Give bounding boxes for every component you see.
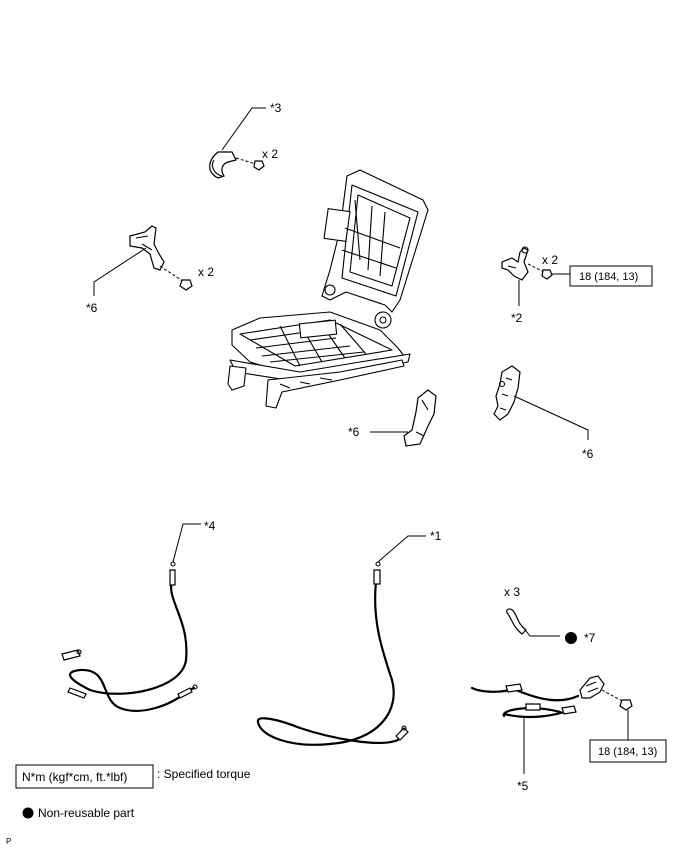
cable-part-4: *4	[61, 519, 216, 712]
nonreusable-legend-text: Non-reusable part	[38, 806, 135, 820]
bracket-part-6-left: *6 x 2	[86, 225, 214, 315]
qty-clips: x 3	[504, 585, 520, 599]
cable-part-5: *5 18 (184, 13)	[470, 675, 667, 793]
callout-6-left: *6	[86, 301, 98, 315]
legend: N*m (kgf*cm, ft.*lbf) : Specified torque…	[6, 764, 251, 846]
callout-3: *3	[270, 101, 282, 115]
callout-5: *5	[517, 779, 529, 793]
qty-bolts-top: x 2	[262, 147, 278, 161]
non-reusable-dot-icon	[565, 632, 577, 644]
torque-legend-unit: N*m (kgf*cm, ft.*lbf)	[22, 770, 127, 784]
part-2-lever: *2 x 2 18 (184, 13)	[501, 246, 653, 325]
torque-upper-right: 18 (184, 13)	[579, 271, 638, 283]
callout-6-right: *6	[582, 447, 594, 461]
torque-legend-desc: : Specified torque	[157, 767, 251, 781]
callout-4: *4	[204, 519, 216, 533]
callout-2: *2	[511, 311, 523, 325]
qty-bolts-left: x 2	[198, 265, 214, 279]
bracket-part-6-right: *6	[493, 365, 594, 461]
callout-6-center: *6	[348, 425, 360, 439]
torque-lower-right: 18 (184, 13)	[598, 746, 657, 758]
bracket-part-6-center: *6	[348, 389, 437, 447]
callout-1: *1	[430, 529, 442, 543]
torque-legend-box	[15, 764, 154, 789]
qty-nuts-right: x 2	[542, 253, 558, 267]
cable-part-1: *1	[256, 529, 442, 746]
callout-7: *7	[584, 631, 596, 645]
cover-part-3: *3 x 2	[209, 101, 282, 179]
corner-mark: P	[6, 837, 11, 846]
clip-part-7: *7 x 3	[504, 585, 596, 645]
seat-frame-assembly	[227, 169, 429, 409]
non-reusable-dot-icon	[22, 807, 34, 819]
